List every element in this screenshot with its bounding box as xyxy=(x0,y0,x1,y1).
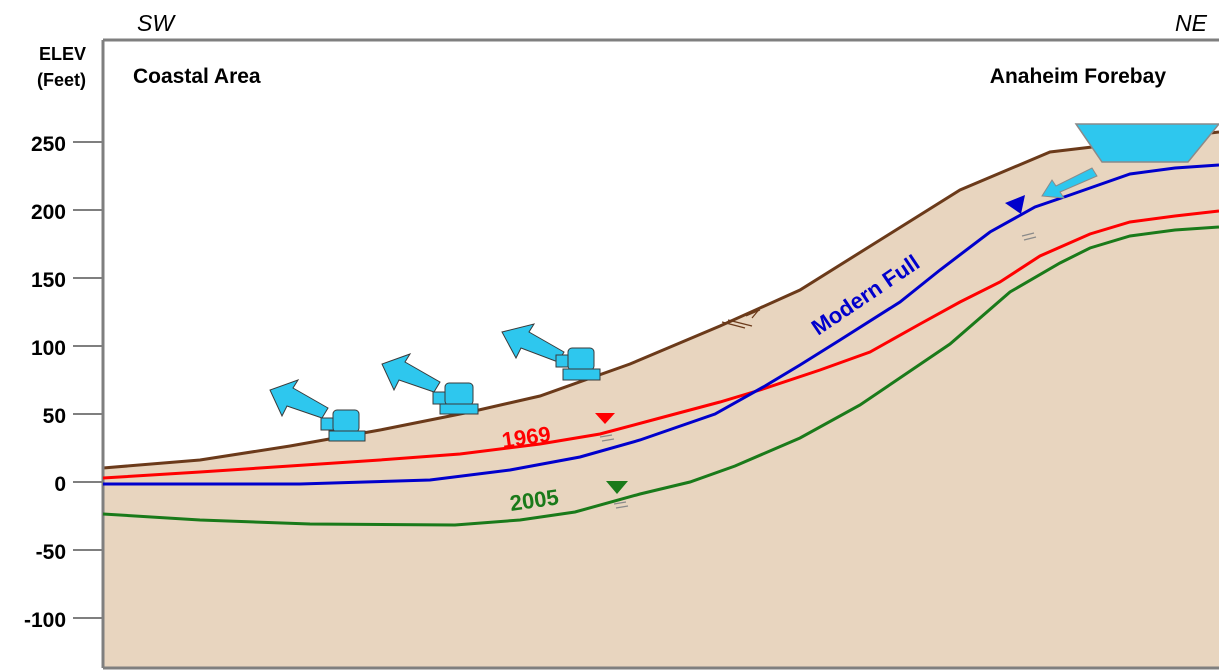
pump-3 xyxy=(501,323,601,381)
water-level-modern-full-line xyxy=(103,163,1219,486)
y-axis-ticks xyxy=(73,141,103,619)
direction-label-sw: SW xyxy=(137,10,176,36)
y-axis-title-line2: (Feet) xyxy=(37,70,86,90)
y-tick-label: 150 xyxy=(31,269,66,292)
ground-surface-line xyxy=(102,130,1219,470)
water-table-marker-icon xyxy=(599,434,615,442)
pump-icon xyxy=(432,382,479,415)
region-label-forebay: Anaheim Forebay xyxy=(990,65,1167,88)
recharge-arrow-icon xyxy=(1041,167,1098,199)
y-tick-label: 200 xyxy=(31,201,66,224)
water-table-marker-icon xyxy=(606,481,628,494)
y-tick-label: -50 xyxy=(36,541,66,564)
pump-1 xyxy=(269,379,366,442)
region-label-coastal: Coastal Area xyxy=(133,65,261,88)
y-tick-label: 0 xyxy=(54,473,66,496)
discharge-arrow-icon xyxy=(381,353,441,393)
water-table-marker-icon xyxy=(1005,195,1025,214)
y-axis-title-line1: ELEV xyxy=(39,44,86,64)
pump-icon xyxy=(320,409,366,442)
y-tick-label: 100 xyxy=(31,337,66,360)
water-level-2005-line xyxy=(102,225,1219,527)
water-level-1969-line xyxy=(102,209,1219,480)
y-tick-label: 250 xyxy=(31,133,66,156)
discharge-arrow-icon xyxy=(269,379,329,419)
pump-icon xyxy=(555,347,601,381)
recharge-basin-icon xyxy=(1074,123,1219,163)
water-table-marker-icon xyxy=(613,501,629,509)
pump-2 xyxy=(381,353,479,415)
y-tick-label: 50 xyxy=(43,405,66,428)
ground-hatch-marks xyxy=(721,305,763,329)
water-table-marker-icon xyxy=(1021,232,1037,241)
discharge-arrow-icon xyxy=(501,323,565,363)
y-tick-label: -100 xyxy=(24,609,66,632)
soil-body xyxy=(103,132,1219,668)
direction-label-ne: NE xyxy=(1175,10,1208,36)
water-table-marker-icon xyxy=(595,413,615,424)
